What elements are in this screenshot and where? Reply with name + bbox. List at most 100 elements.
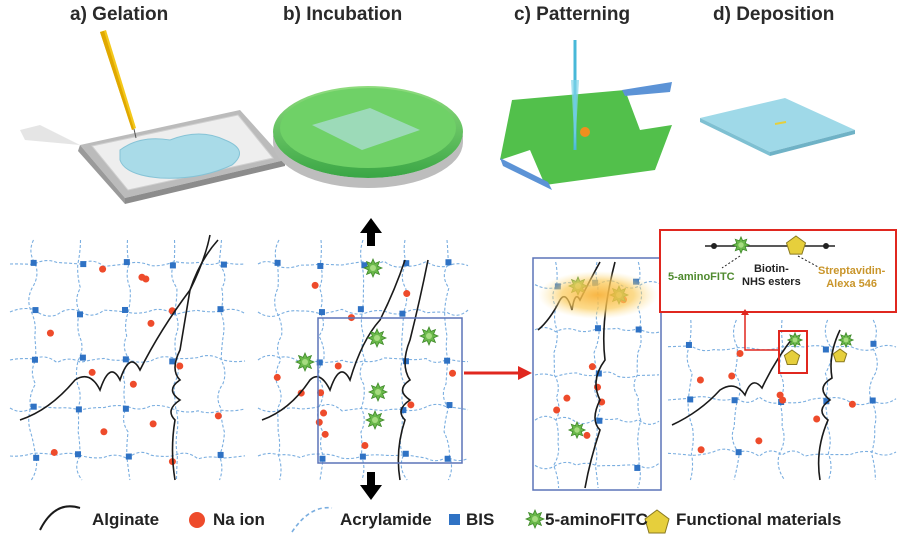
acrylamide-chain — [667, 448, 897, 457]
bis-crosslink — [735, 449, 742, 456]
inset-label-strep-line1: Streptavidin- — [818, 265, 886, 277]
bis-crosslink — [446, 402, 453, 409]
acrylamide-chain — [257, 403, 469, 413]
na-ion — [88, 368, 96, 376]
acrylamide-chain — [274, 239, 283, 481]
bis-crosslink — [169, 262, 176, 269]
legend-functional: Functional materials — [676, 510, 842, 529]
acrylamide-chain — [9, 307, 246, 317]
bis-crosslink — [359, 453, 366, 460]
bis-crosslink — [319, 455, 326, 462]
panel-title-deposition: d) Deposition — [713, 4, 835, 25]
legend-acrylamide-line — [291, 506, 333, 533]
legend-pentagon — [644, 509, 670, 534]
na-ion — [50, 448, 58, 456]
bis-crosslink — [685, 341, 692, 348]
zoom-box — [317, 317, 463, 464]
alginate-chain — [584, 261, 616, 489]
bis-crosslink — [79, 354, 86, 361]
na-ion — [321, 430, 329, 438]
acrylamide-chain — [552, 261, 560, 489]
bis-crosslink — [402, 358, 409, 365]
alginate-chain — [817, 329, 841, 481]
panel-title-gelation: a) Gelation — [70, 4, 169, 25]
acrylamide-chain — [75, 239, 83, 481]
bis-crosslink — [169, 358, 176, 365]
na-ion — [403, 290, 411, 298]
na-ion — [214, 412, 222, 420]
bis-crosslink — [444, 455, 451, 462]
na-ion — [311, 281, 319, 289]
inset-label-streptavidin: Streptavidin- Alexa 546 — [818, 265, 885, 291]
acrylamide-chain — [317, 239, 325, 481]
acrylamide-chain — [257, 260, 469, 269]
bis-crosslink — [30, 403, 37, 410]
bis-crosslink — [33, 454, 40, 461]
functional-pentagon — [785, 235, 807, 255]
acrylamide-chain — [359, 239, 366, 481]
functional-pentagon — [783, 349, 801, 365]
bis-crosslink — [77, 311, 84, 318]
bis-crosslink — [317, 262, 324, 269]
na-ion — [813, 415, 821, 423]
alginate-chain — [397, 259, 429, 481]
acrylamide-chain — [9, 404, 246, 414]
na-ion — [46, 329, 54, 337]
acrylamide-chain — [171, 239, 179, 481]
na-ion — [315, 418, 323, 426]
bis-crosslink — [123, 259, 130, 266]
na-ion — [776, 391, 784, 399]
na-ion — [588, 363, 596, 371]
bis-crosslink — [869, 397, 876, 404]
na-ion — [449, 369, 457, 377]
na-ion — [176, 362, 184, 370]
bis-crosslink — [122, 356, 129, 363]
acrylamide-chain — [257, 308, 469, 317]
bis-crosslink — [594, 325, 601, 332]
legend-acrylamide: Acrylamide — [340, 510, 432, 529]
na-ion — [728, 372, 736, 380]
network-panel-d — [667, 319, 897, 481]
alginate-chain — [261, 259, 406, 421]
inset-label-fitc: 5-aminoFITC — [668, 271, 735, 283]
alginate-chain — [671, 334, 796, 426]
na-ion — [407, 401, 415, 409]
zoom-arrow — [464, 366, 532, 380]
legend-bis: BIS — [466, 510, 495, 529]
bis-crosslink — [870, 340, 877, 347]
bis-crosslink — [361, 262, 368, 269]
bis-crosslink — [402, 450, 409, 457]
bis-crosslink — [75, 451, 82, 458]
bis-crosslink — [444, 357, 451, 364]
bis-crosslink — [125, 453, 132, 460]
bis-crosslink — [122, 405, 129, 412]
network-panel-b — [257, 239, 469, 481]
bis-crosslink — [217, 306, 224, 313]
inset-label-biotin: Biotin- NHS esters — [742, 263, 801, 289]
bis-crosslink — [445, 259, 452, 266]
bis-crosslink — [731, 397, 738, 404]
acrylamide-chain — [9, 451, 246, 460]
arrow-up — [360, 218, 382, 246]
inset-molecule — [731, 235, 807, 255]
inset-source-box — [778, 330, 808, 374]
na-ion — [138, 273, 146, 281]
network-panel-a — [9, 234, 246, 481]
inset-label-biotin-line2: NHS esters — [742, 276, 801, 288]
panel-title-incubation: b) Incubation — [283, 4, 403, 25]
na-ion — [563, 394, 571, 402]
inset-label-biotin-line1: Biotin- — [753, 263, 789, 275]
na-ion — [334, 362, 342, 370]
bis-crosslink — [217, 451, 224, 458]
bis-crosslink — [595, 370, 602, 377]
bis-crosslink — [80, 261, 87, 268]
legend-aminofitc: 5-aminoFITC — [545, 510, 648, 529]
na-ion — [320, 409, 328, 417]
acrylamide-chain — [257, 354, 469, 363]
na-ion — [273, 373, 281, 381]
gelation-illustration — [20, 30, 285, 204]
acrylamide-chain — [633, 261, 643, 489]
na-ion — [99, 265, 107, 273]
fluorescence-glow — [538, 271, 658, 319]
na-ion — [848, 400, 856, 408]
